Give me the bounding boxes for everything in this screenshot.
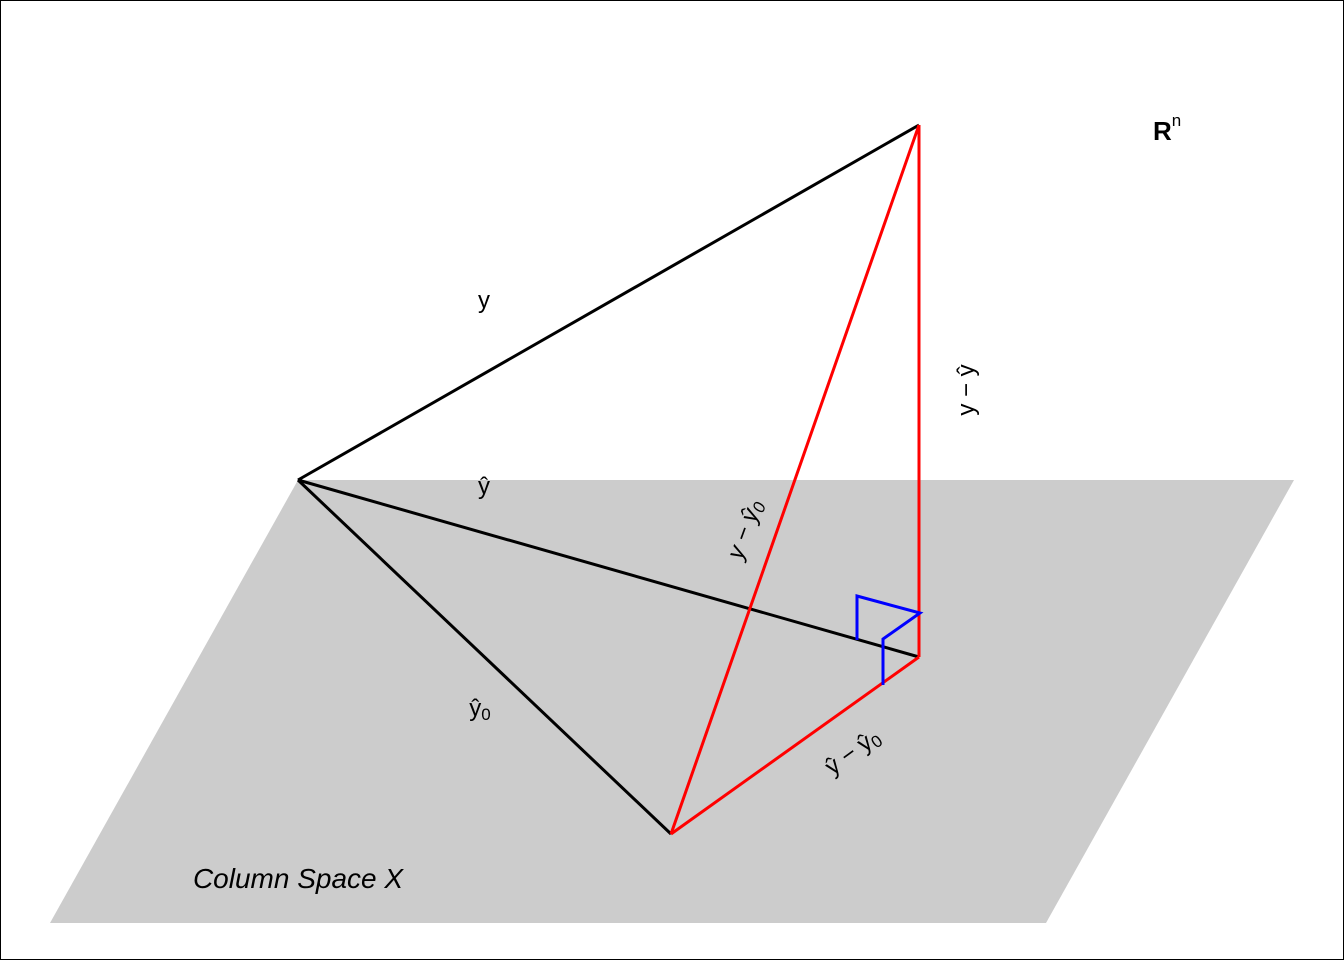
column-space-plane bbox=[50, 480, 1294, 923]
label-y: y bbox=[478, 287, 490, 314]
vector-yhat0 bbox=[296, 478, 673, 836]
right-angle-marker bbox=[855, 594, 924, 685]
label-yhat: ŷ bbox=[478, 473, 490, 500]
label-yhat0: ŷ0 bbox=[469, 695, 490, 724]
vector-yhat bbox=[297, 478, 920, 659]
vector-y bbox=[297, 123, 920, 482]
residual-y-yhat0 bbox=[669, 124, 921, 835]
label-y-minus-yhat: y − ŷ bbox=[953, 364, 980, 415]
label-column-space: Column Space X bbox=[193, 863, 404, 894]
difference-yhat-yhat0 bbox=[670, 655, 920, 836]
label-space-rn: Rn bbox=[1153, 111, 1181, 146]
